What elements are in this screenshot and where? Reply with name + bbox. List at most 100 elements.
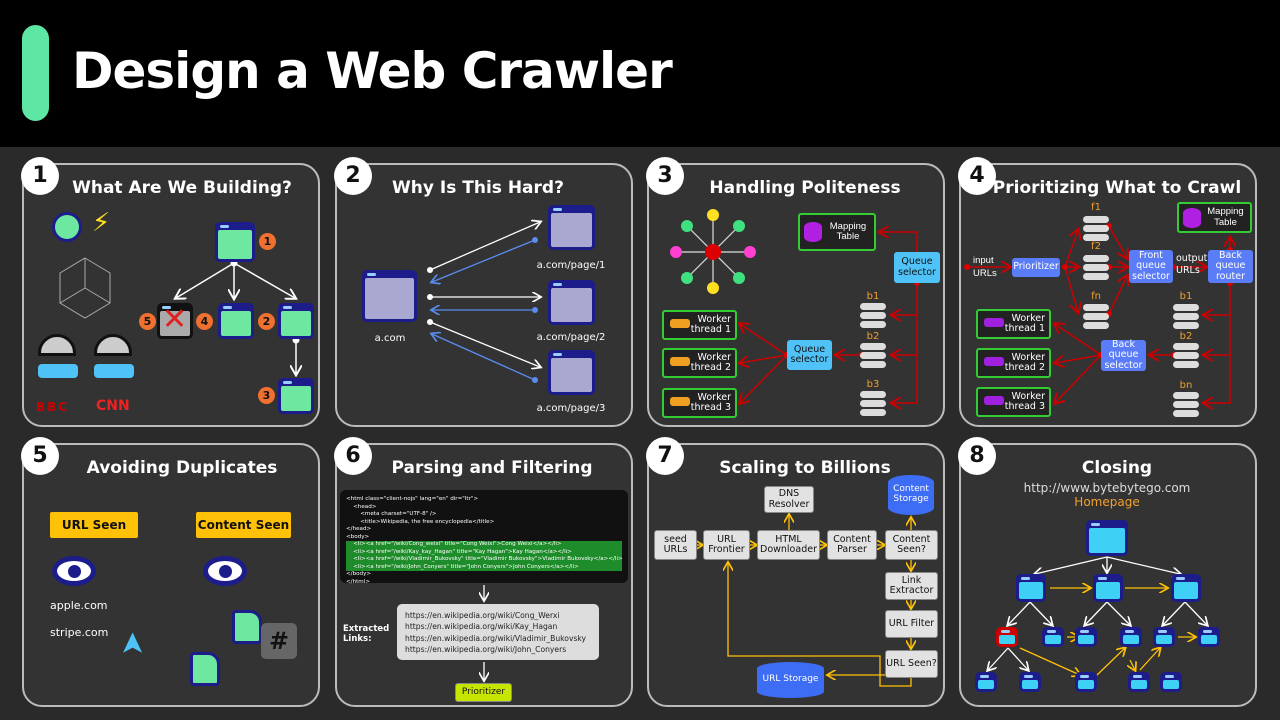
- order-badge: 3: [258, 387, 275, 404]
- panel-title: Parsing and Filtering: [391, 458, 593, 478]
- queue: [1173, 304, 1199, 331]
- queue-selector: Queue selector: [894, 252, 940, 283]
- queue: [1083, 216, 1109, 243]
- panel-title: Handling Politeness: [709, 178, 901, 198]
- queue-label: b3: [866, 379, 880, 390]
- bbc-logo: BBC: [36, 400, 70, 414]
- queue-label: b1: [866, 291, 880, 302]
- html-downloader: HTML Downloader: [757, 530, 820, 560]
- queue: [1083, 255, 1109, 282]
- queue-label: b2: [1179, 331, 1193, 342]
- page-label: a.com/page/1: [536, 260, 606, 271]
- accent-bar: [22, 25, 49, 121]
- crawler-star-icon: [670, 209, 756, 294]
- server-icon: [94, 364, 134, 378]
- panel-number: 8: [958, 437, 996, 475]
- link-extractor: Link Extractor: [885, 572, 938, 600]
- mapping-table: Mapping Table: [798, 213, 876, 251]
- page-window: [1093, 574, 1123, 602]
- queue: [1173, 392, 1199, 419]
- queue-label: b2: [866, 331, 880, 342]
- panel-title: Closing: [1081, 458, 1153, 478]
- server-icon: [984, 318, 1004, 327]
- queue: [860, 303, 886, 330]
- panel-number: 2: [334, 157, 372, 195]
- x-icon: ✕: [162, 302, 188, 337]
- panel-number: 7: [646, 437, 684, 475]
- page-window: [1160, 672, 1182, 692]
- speedometer-icon: [38, 334, 76, 356]
- queue-label: f2: [1091, 241, 1101, 252]
- worker-thread: Worker thread 3: [976, 387, 1051, 417]
- back-queue-router: Back queue router: [1208, 250, 1253, 283]
- page-window: [548, 350, 595, 395]
- eye-icon: [203, 556, 247, 586]
- site-label: a.com: [374, 333, 406, 344]
- page-window: [548, 280, 595, 325]
- database-icon: [1183, 207, 1201, 228]
- server-icon: [984, 396, 1004, 405]
- queue: [860, 391, 886, 418]
- panel-number: 3: [646, 157, 684, 195]
- page-window: [278, 303, 314, 339]
- worker-thread: Worker thread 2: [662, 348, 737, 378]
- url-seen: URL Seen?: [885, 650, 938, 678]
- page-window: [1016, 574, 1046, 602]
- homepage-label: Homepage: [1074, 495, 1140, 509]
- panel-what-are-we-building: [22, 163, 320, 427]
- panel-handling-politeness: [647, 163, 945, 427]
- panel-title: Avoiding Duplicates: [86, 458, 278, 478]
- page-window: [278, 378, 314, 414]
- order-badge: 2: [258, 313, 275, 330]
- page-label: a.com/page/2: [536, 332, 606, 343]
- queue-label: bn: [1179, 380, 1193, 391]
- clock-refresh-icon: [52, 212, 82, 242]
- content-storage: Content Storage: [888, 475, 934, 515]
- page-window: [1075, 672, 1097, 692]
- front-queue-selector: Front queue selector: [1129, 250, 1173, 283]
- website-link[interactable]: http://www.bytebytego.com: [1023, 481, 1191, 495]
- url-frontier: URL Frontier: [703, 530, 750, 560]
- dns-resolver: DNS Resolver: [764, 486, 814, 513]
- speedometer-icon: [94, 334, 132, 356]
- url-seen-label: URL Seen: [50, 512, 138, 538]
- header: Design a Web Crawler: [0, 0, 1280, 147]
- panel-number: 1: [21, 157, 59, 195]
- extracted-links-list: https://en.wikipedia.org/wiki/Cong_Werxi…: [397, 604, 599, 660]
- worker-thread: Worker thread 1: [976, 309, 1051, 339]
- server-icon: [670, 319, 690, 328]
- worker-thread: Worker thread 2: [976, 348, 1051, 378]
- lightning-icon: ⚡: [92, 208, 111, 238]
- queue-label: b1: [1179, 291, 1193, 302]
- eye-icon: [52, 556, 96, 586]
- site-label: apple.com: [50, 599, 108, 612]
- panel-title: Why Is This Hard?: [392, 178, 564, 198]
- back-queue-selector: Back queue selector: [1101, 339, 1146, 371]
- panel-title: Scaling to Billions: [719, 458, 891, 478]
- page-window: [218, 303, 254, 339]
- content-seen-label: Content Seen: [196, 512, 291, 538]
- mapping-table: Mapping Table: [1177, 202, 1252, 233]
- panel-number: 6: [334, 437, 372, 475]
- page-window: [1120, 627, 1142, 647]
- html-code-block: <html class="client-nojs" lang="en" dir=…: [340, 490, 628, 585]
- queue: [1173, 343, 1199, 370]
- page-window: [215, 222, 255, 262]
- document-icon: [232, 610, 262, 644]
- queue-label: fn: [1091, 291, 1101, 302]
- server-icon: [984, 357, 1004, 366]
- hash-icon: #: [261, 623, 297, 659]
- panel-number: 4: [958, 157, 996, 195]
- page-window: [1128, 672, 1150, 692]
- prioritizer: Prioritizer: [1012, 258, 1060, 277]
- panel-title: Prioritizing What to Crawl: [992, 178, 1242, 198]
- cursor-icon: ➤: [115, 630, 151, 657]
- order-badge: 1: [259, 233, 276, 250]
- extracted-links-label: Extracted Links:: [343, 624, 390, 644]
- queue: [860, 343, 886, 370]
- page-label: a.com/page/3: [536, 403, 606, 414]
- output-urls-label: output URLs: [1176, 253, 1208, 277]
- panel-title: What Are We Building?: [72, 178, 292, 198]
- blocked-page-window: [157, 303, 193, 339]
- url-filter: URL Filter: [885, 610, 938, 638]
